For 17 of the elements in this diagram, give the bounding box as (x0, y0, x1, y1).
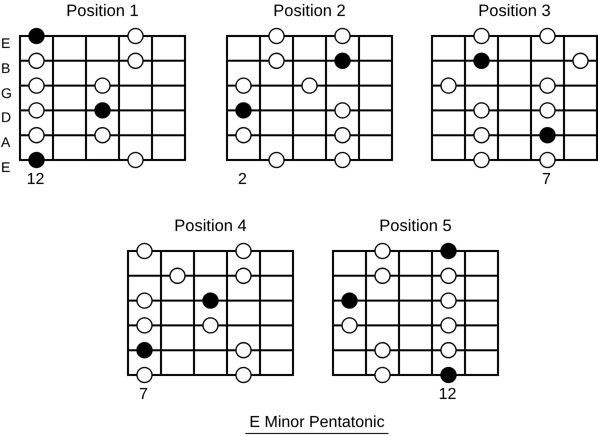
position-title: Position 2 (273, 2, 346, 20)
fret-number: 7 (139, 386, 148, 404)
fret-number: 7 (542, 171, 551, 189)
diagram-caption: E Minor Pentatonic (245, 414, 389, 434)
position-title: Position 5 (379, 217, 452, 235)
string-name: B (1, 60, 10, 75)
fret-number: 12 (26, 171, 44, 189)
string-name: E (1, 160, 10, 174)
position-title: Position 3 (478, 2, 551, 20)
position-title: Position 4 (174, 217, 247, 235)
string-name: A (1, 135, 10, 150)
string-name: E (1, 36, 10, 50)
fret-number: 2 (238, 171, 247, 189)
fret-number: 12 (438, 386, 456, 404)
string-name: G (1, 86, 12, 100)
string-name: D (1, 110, 12, 124)
position-title: Position 1 (66, 2, 139, 20)
